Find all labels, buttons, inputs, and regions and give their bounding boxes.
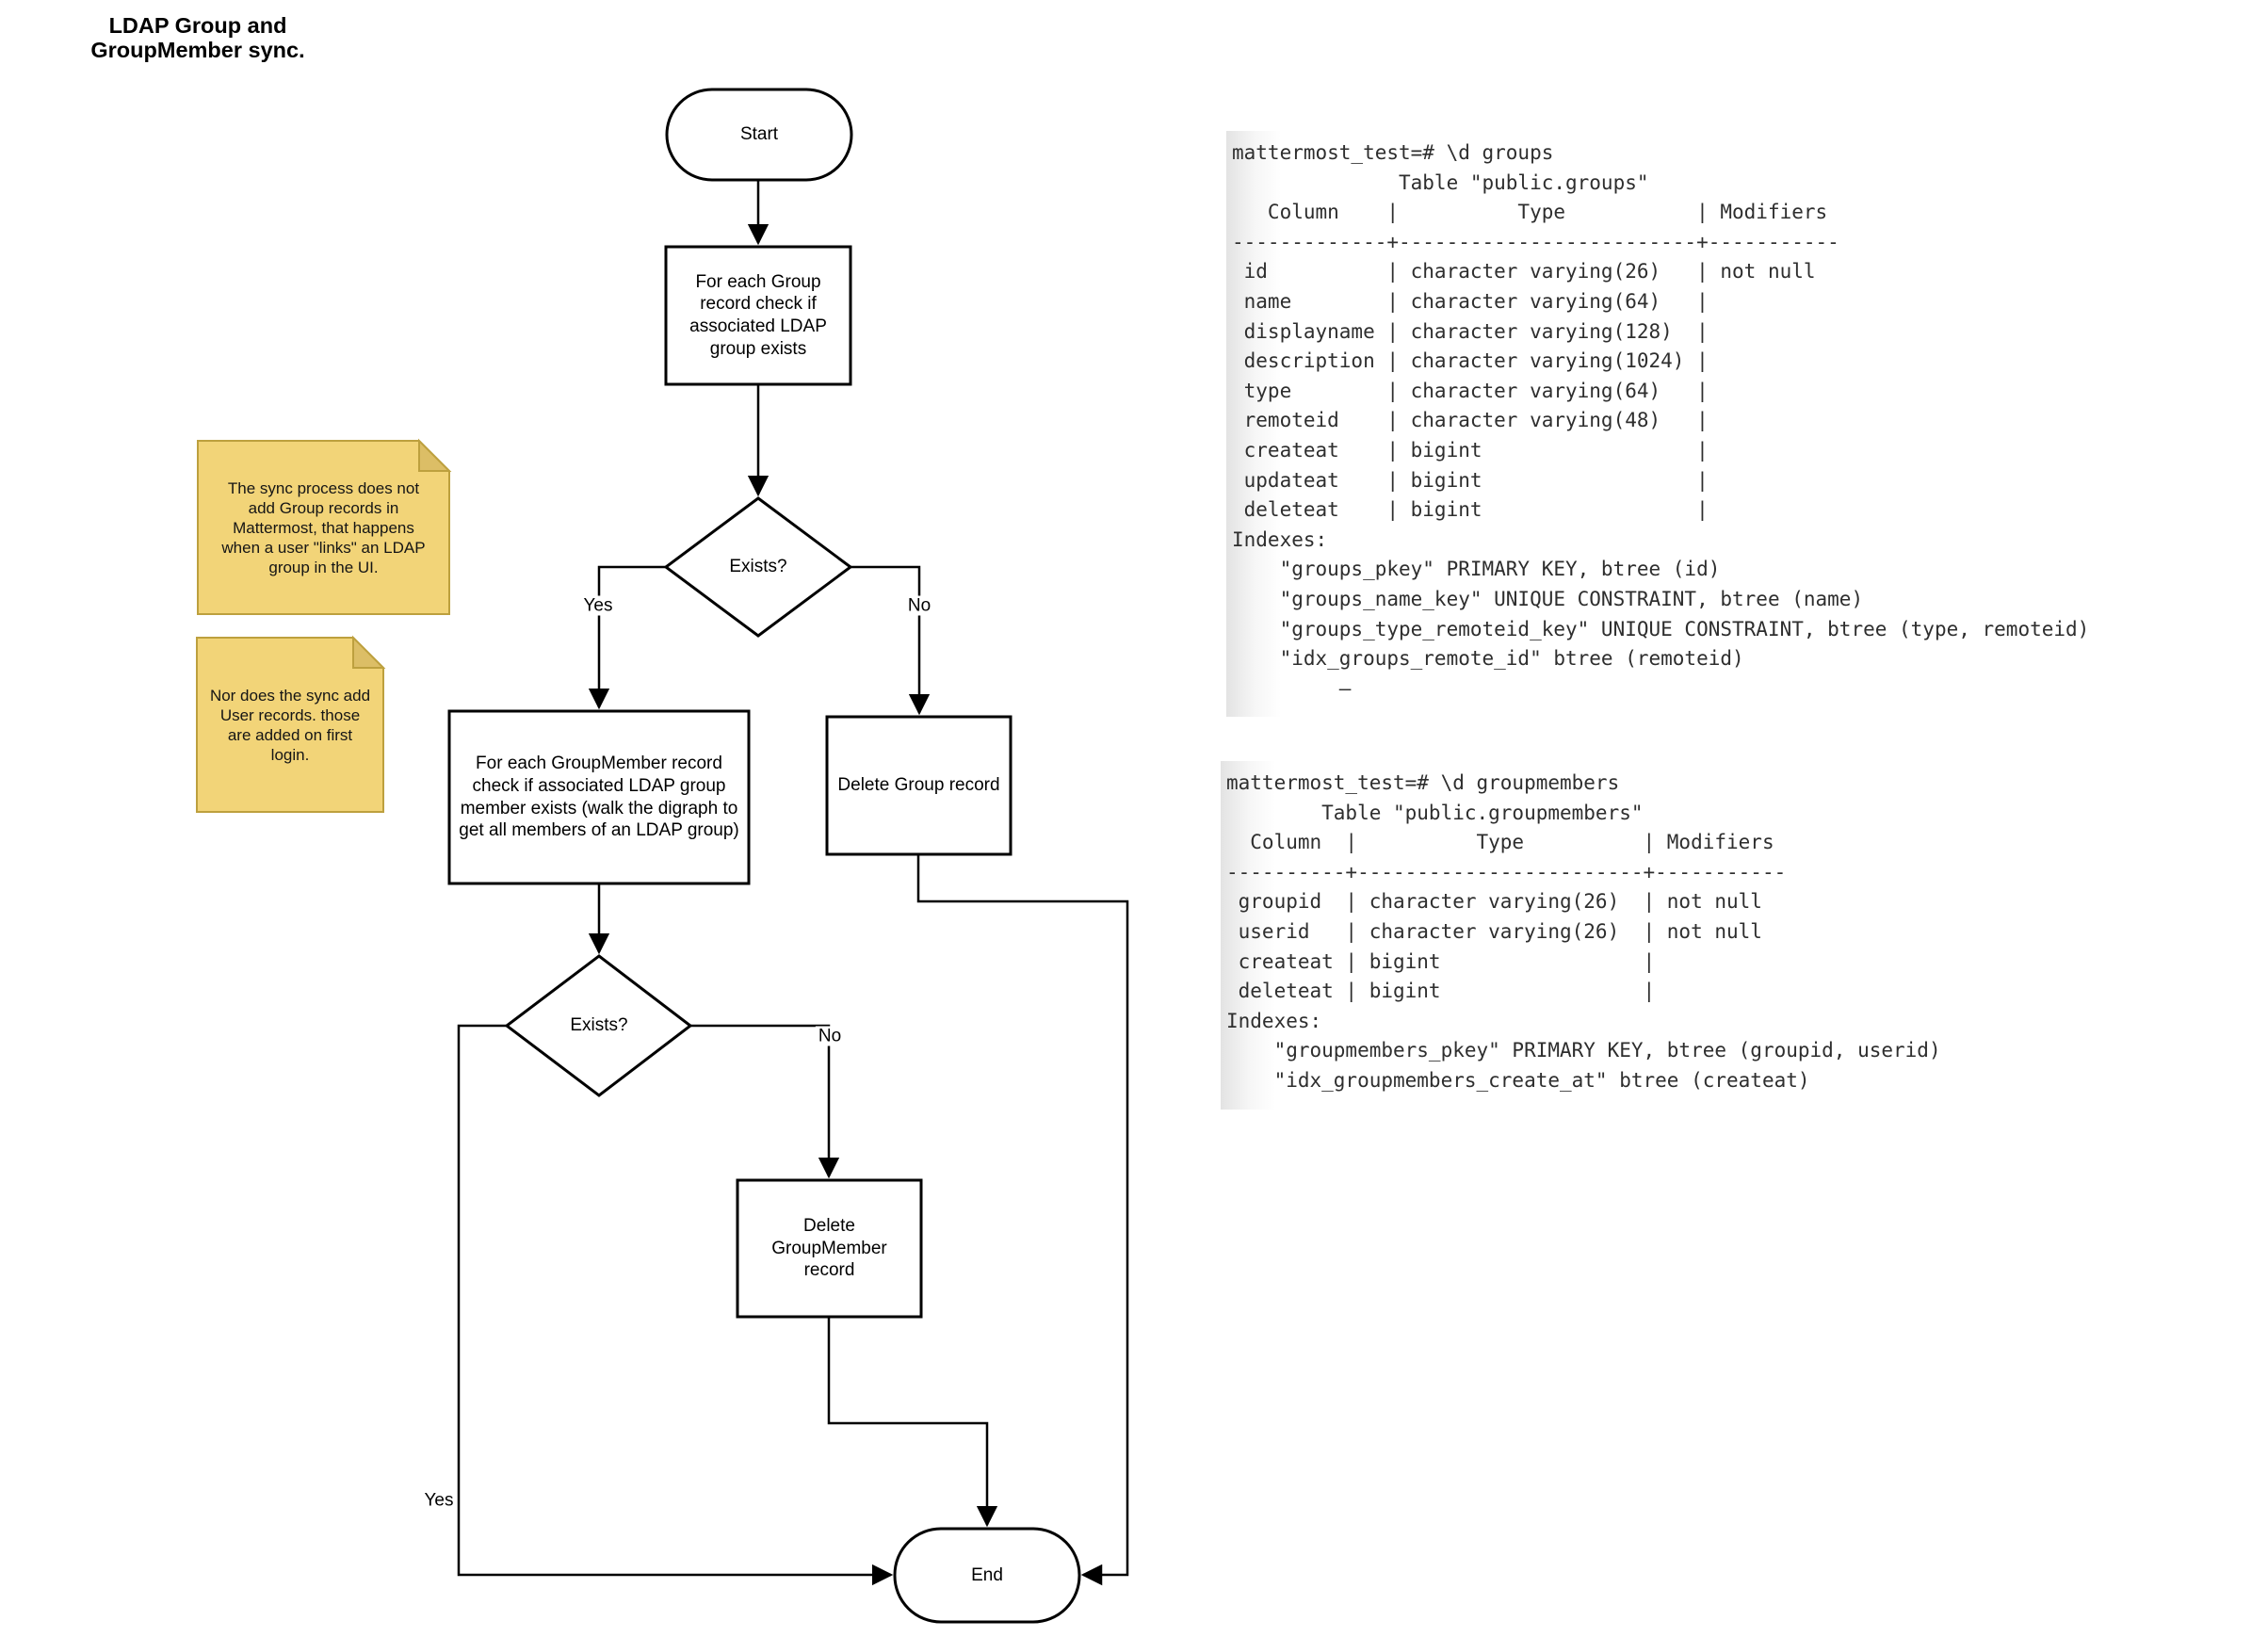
delete-groupmember-shape [736,1178,923,1319]
delete-group-label: Delete Group record [837,775,1000,796]
process-groupmember-check-shape [447,709,751,885]
group-no-label: No [904,595,934,616]
edge-deletegroup-to-end [916,855,1129,1586]
sticky-note-user: Nor does the sync add User records. thos… [209,686,371,764]
group-yes-label: Yes [580,595,616,616]
process-group-check-shape [664,245,852,386]
diagram-title: LDAP Group and GroupMember sync. [90,13,305,62]
sticky-note-user-shape [196,637,384,813]
edge-exists2-yes-to-end [457,1024,894,1586]
decision-groupmember-exists-label: Exists? [570,1015,628,1036]
process-groupmember-check-label: For each GroupMember record check if ass… [459,754,739,841]
sticky-note-group: The sync process does not add Group reco… [221,478,426,576]
process-group-check-label: For each Group record check if associate… [689,271,827,359]
groupmember-no-label: No [815,1026,845,1046]
edge-exists1-no [850,565,931,716]
sticky-note-group-fold-icon [418,438,452,472]
flow-edges [457,180,1129,1586]
edge-deletegm-to-end [827,1318,998,1528]
sticky-note-user-fold-icon [352,635,386,669]
delete-groupmember-label: Delete GroupMember record [771,1215,887,1281]
psql-groupmembers-table-output: mattermost_test=# \d groupmembers Table … [1221,761,1956,1110]
sticky-note-group-shape [197,440,450,615]
start-node-shape [665,88,853,182]
psql-groups-table-output: mattermost_test=# \d groups Table "publi… [1226,131,2105,718]
decision-group-exists-label: Exists? [729,557,787,577]
delete-group-shape [825,715,1012,856]
start-node-label: Start [739,124,779,145]
groupmember-yes-label: Yes [421,1490,457,1511]
decision-group-exists-shape [663,496,853,638]
end-node-label: End [971,1564,1003,1585]
edge-exists2-no [690,1024,840,1179]
end-node-shape [893,1527,1081,1624]
edge-exists1-yes [588,565,666,710]
decision-groupmember-exists-shape [504,954,693,1097]
